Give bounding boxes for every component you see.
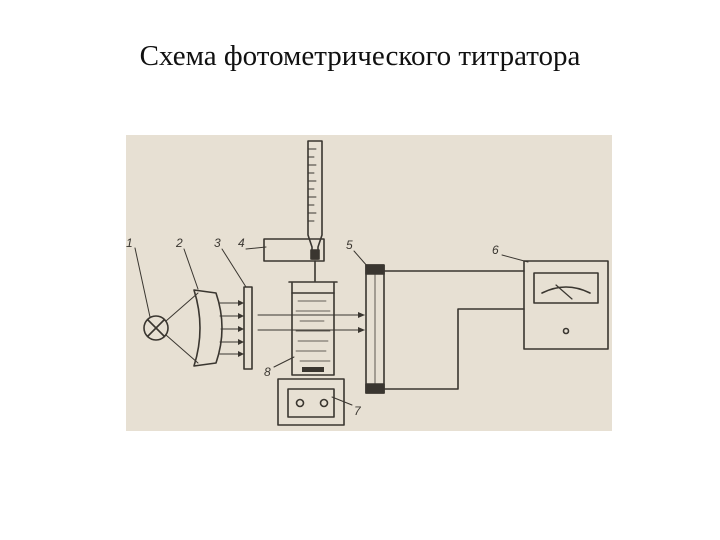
ray-arrowheads [238, 300, 244, 357]
wires [383, 270, 525, 390]
titration-beaker [288, 281, 338, 376]
label-galvanometer: 6 [492, 243, 499, 257]
label-burette: 4 [238, 236, 245, 250]
light-filter [243, 286, 253, 370]
titrator-diagram: 1 2 3 4 5 6 7 8 [126, 135, 612, 431]
titrator-schematic: 1 2 3 4 5 6 7 8 [126, 140, 609, 426]
label-lamp: 1 [126, 236, 133, 250]
label-filter: 3 [214, 236, 221, 250]
condenser-lens [193, 289, 223, 367]
label-beaker: 8 [264, 365, 271, 379]
burette [263, 140, 325, 282]
magnetic-stirrer [277, 378, 345, 426]
galvanometer [523, 260, 609, 350]
leader-lines [134, 246, 529, 406]
lamp [143, 292, 199, 364]
beam-through-beaker [257, 314, 365, 331]
label-stirrer: 7 [354, 404, 362, 418]
slide-title: Схема фотометрического титратора [139, 40, 581, 72]
photocell [365, 264, 385, 394]
label-condenser: 2 [175, 236, 183, 250]
label-photocell: 5 [346, 238, 353, 252]
